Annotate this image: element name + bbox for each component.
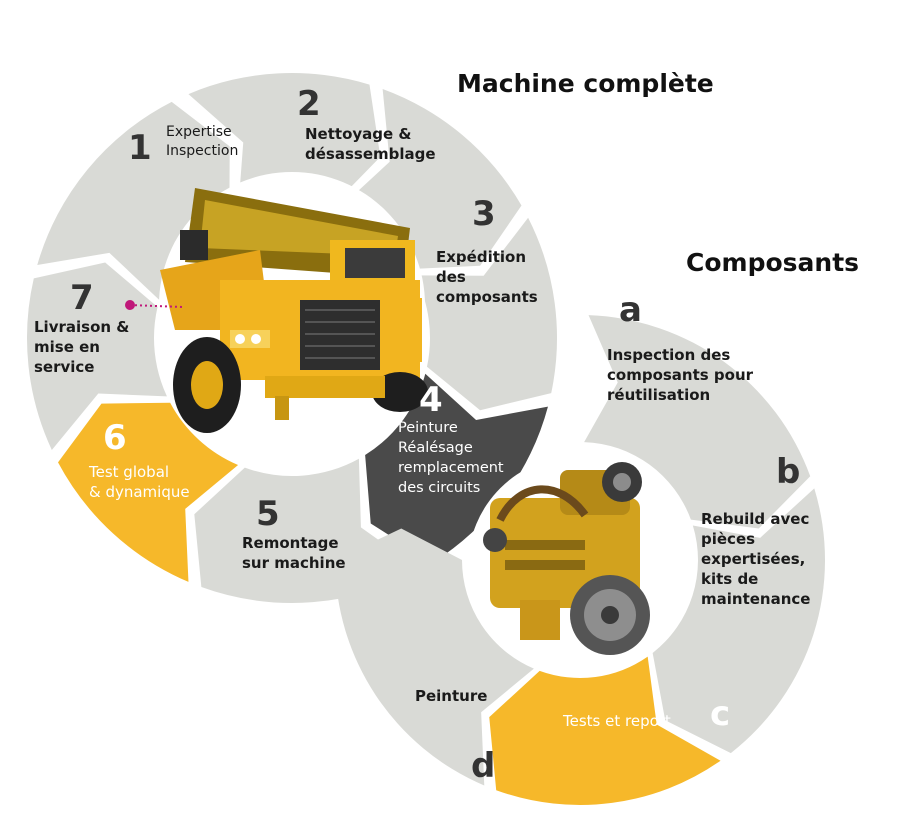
step-3-number: 3 <box>472 196 496 232</box>
step-2-number: 2 <box>297 86 321 122</box>
step-a-letter: a <box>619 292 642 328</box>
step-d-label: Peinture <box>415 686 487 706</box>
step-a-label: Inspection des composants pour réutilisa… <box>607 345 753 405</box>
step-5-label: Remontage sur machine <box>242 533 346 573</box>
step-6-number: 6 <box>103 420 127 456</box>
step-7-number: 7 <box>70 280 94 316</box>
step-b-letter: b <box>776 454 800 490</box>
step-3-label: Expédition des composants <box>436 247 538 307</box>
step-2-label: Nettoyage & désassemblage <box>305 124 436 164</box>
step-5-number: 5 <box>256 496 280 532</box>
step-7-label: Livraison & mise en service <box>34 317 129 377</box>
step-1-label: Expertise Inspection <box>166 123 238 161</box>
machine-cycle-title: Machine complète <box>457 69 714 98</box>
components-cycle-title: Composants <box>686 248 859 277</box>
step-d-letter: d <box>471 748 495 784</box>
step-c-label: Tests et report <box>563 711 671 731</box>
step-6-label: Test global & dynamique <box>89 462 190 502</box>
step-4-label: Peinture Réalésage remplacement des circ… <box>398 418 504 498</box>
step-b-label: Rebuild avec pièces expertisées, kits de… <box>701 509 810 609</box>
step-4-number: 4 <box>419 382 443 418</box>
step-c-letter: c <box>710 696 730 732</box>
connector-dot <box>125 300 135 310</box>
step-1-number: 1 <box>128 130 152 166</box>
